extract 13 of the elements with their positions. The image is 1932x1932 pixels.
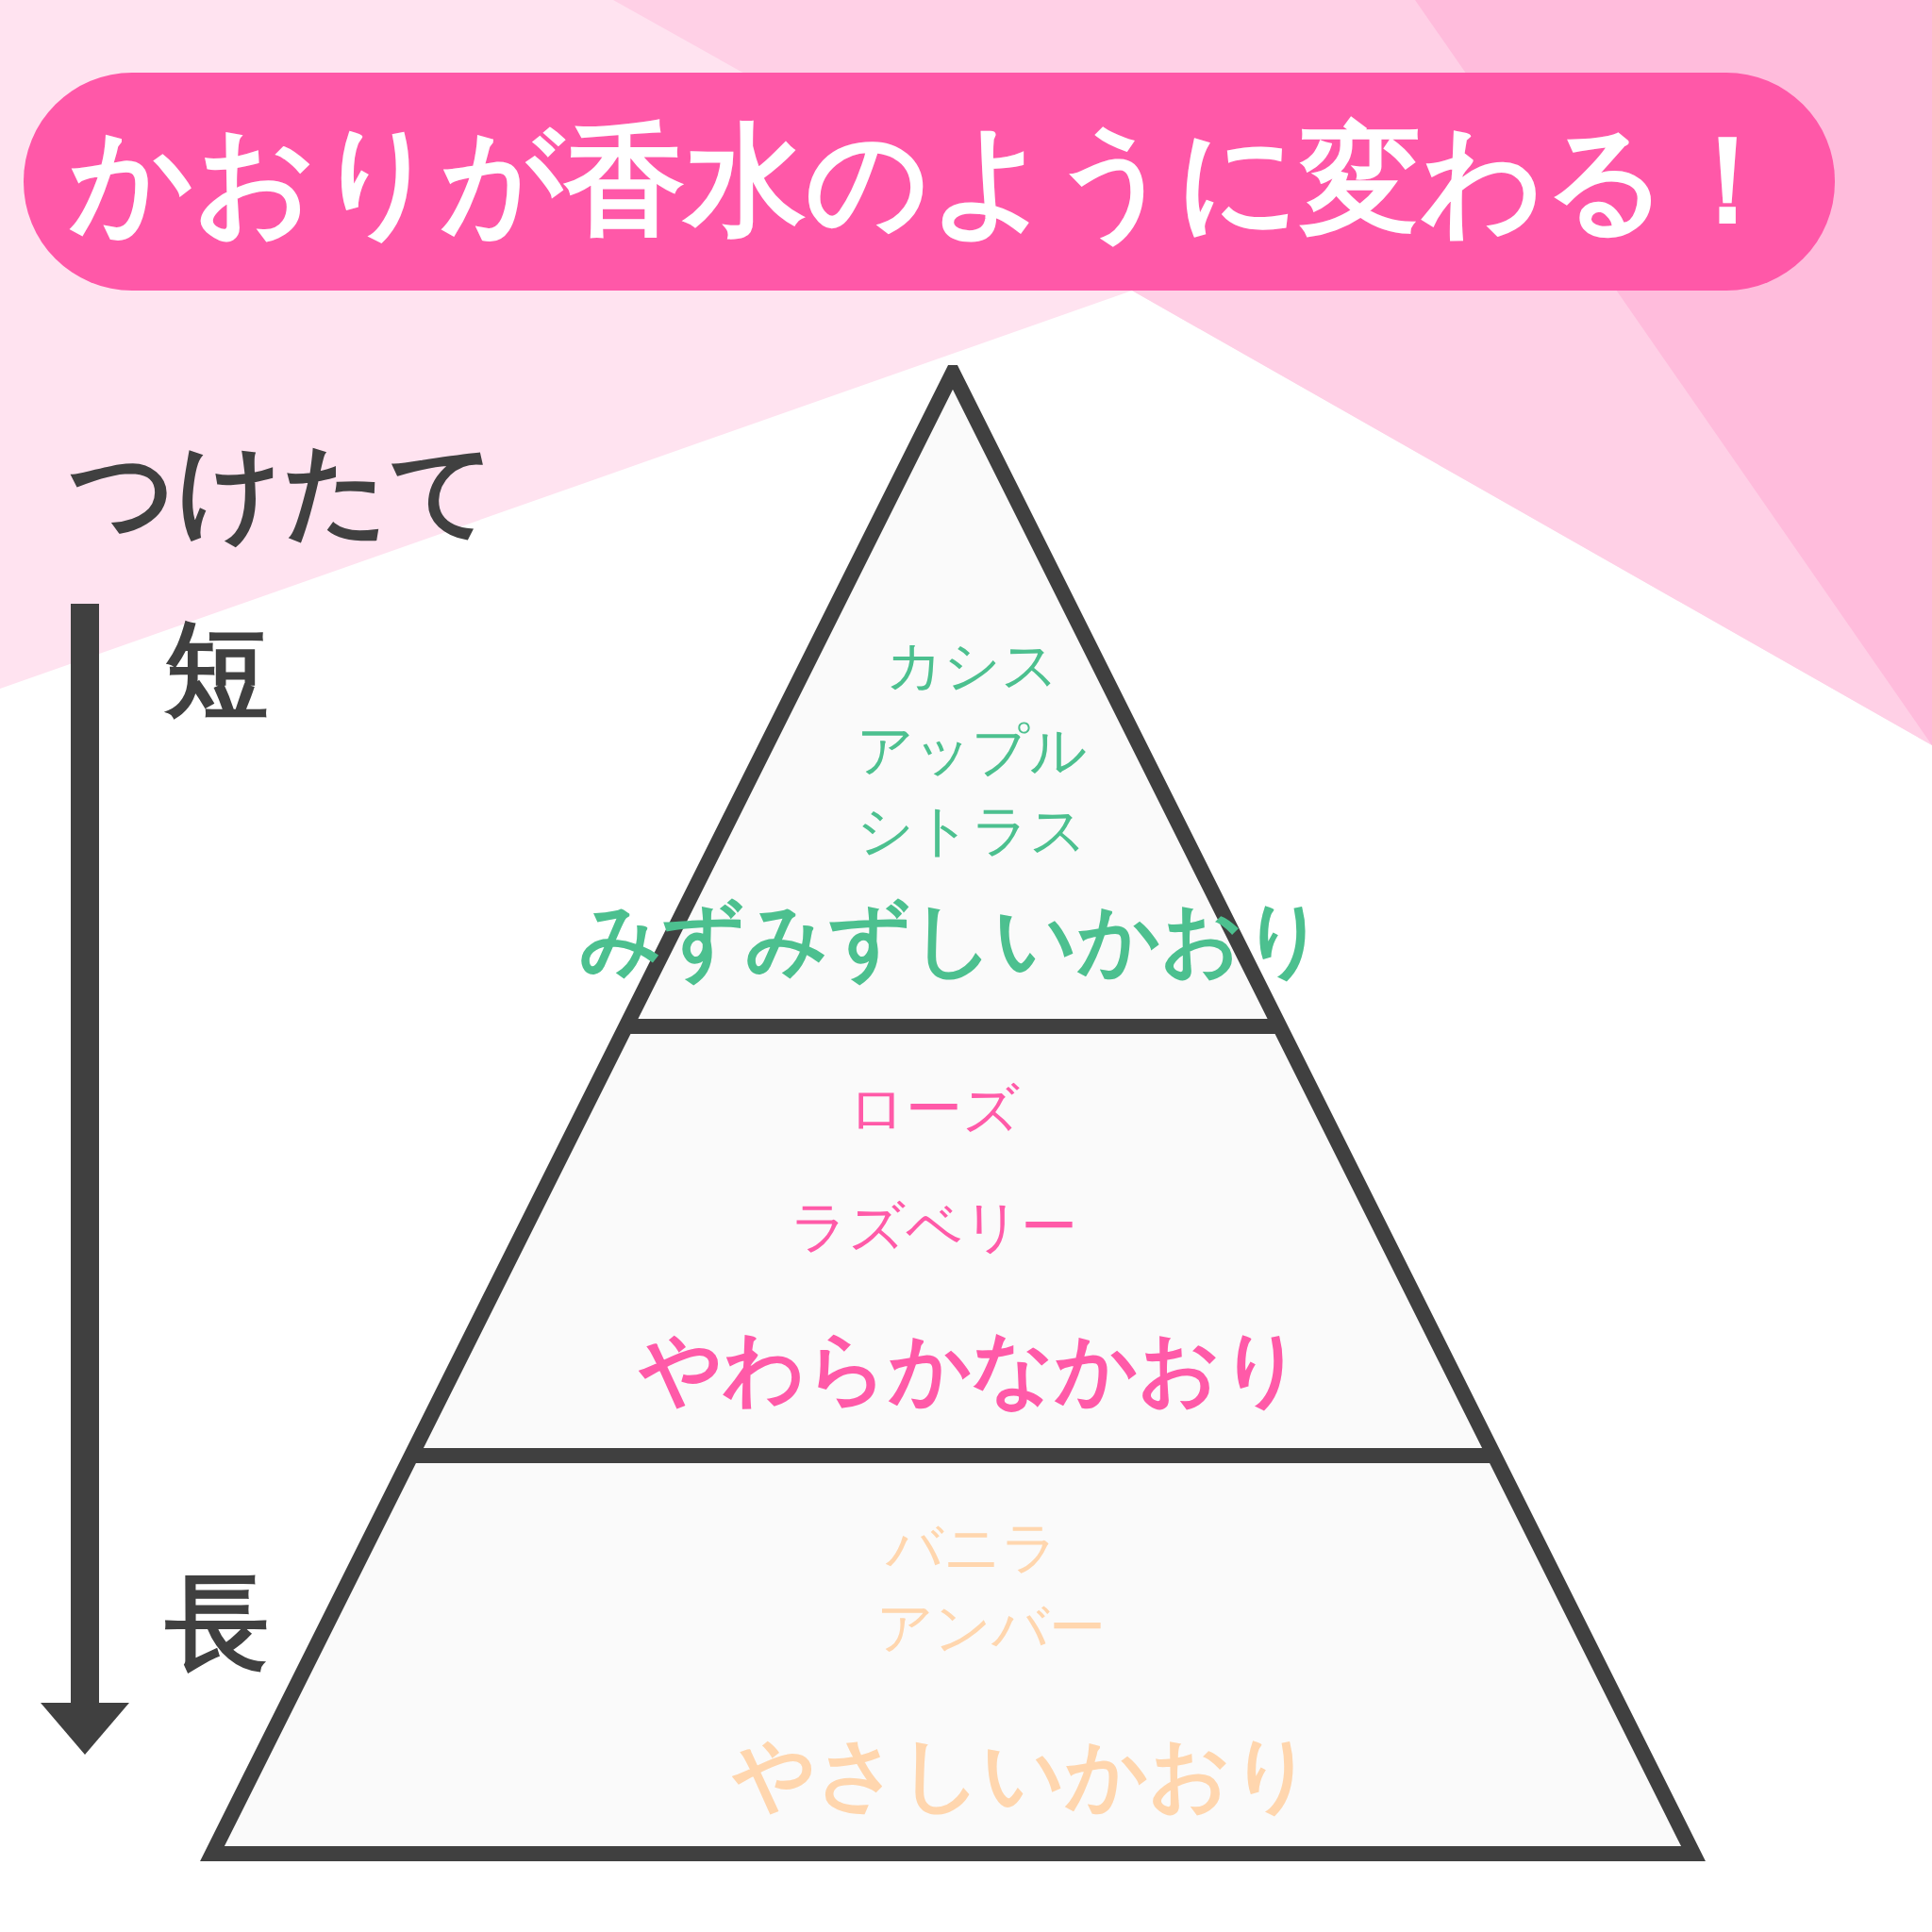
note-name: ローズ	[848, 1077, 1020, 1140]
scale-label: 短	[165, 612, 269, 727]
scale-label: 長	[165, 1565, 269, 1680]
note-name: ラズベリー	[791, 1195, 1077, 1257]
tier-heading: やさしいかおり	[733, 1728, 1314, 1819]
tier-heading: やわらかなかおり	[640, 1323, 1304, 1413]
note-name: カシス	[885, 634, 1058, 696]
note-name: シトラス	[857, 799, 1087, 861]
note-name: バニラ	[885, 1516, 1058, 1578]
note-name: アンバー	[875, 1596, 1106, 1658]
title-banner: かおりが香水のように変わる！	[24, 73, 1835, 291]
note-name: アップル	[857, 719, 1087, 781]
axis-label: つけたて	[70, 433, 496, 548]
